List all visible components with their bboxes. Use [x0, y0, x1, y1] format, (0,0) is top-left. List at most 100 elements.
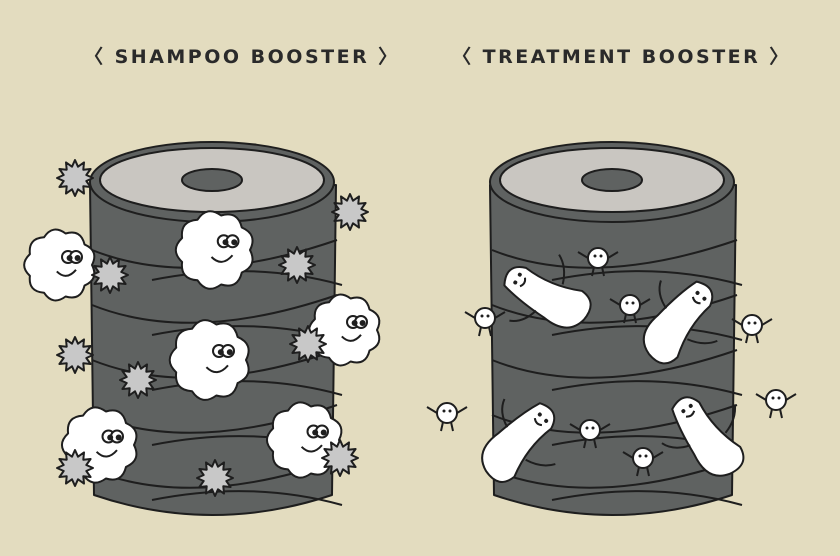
smile [685, 410, 696, 418]
pupil [231, 239, 238, 246]
eye-icon [517, 272, 522, 277]
limbs [755, 393, 797, 419]
dirt-particle-icon [56, 159, 94, 197]
eye-icon [480, 314, 484, 318]
hair-medulla [581, 168, 643, 192]
limbs [577, 251, 619, 277]
cuticle-line [151, 380, 343, 396]
dirt-particle-icon [119, 361, 157, 399]
dirt-particle-icon [56, 336, 94, 374]
mini-body [436, 402, 458, 424]
arm [658, 280, 668, 309]
mini-treatment-character [569, 419, 611, 449]
treatment-booster-title: 〈 TREATMENT BOOSTER 〉 [452, 46, 791, 68]
eye-icon [513, 280, 518, 285]
bubble-body [23, 228, 96, 302]
limbs [622, 451, 664, 477]
cuticle-line [491, 349, 738, 379]
eye-icon [631, 301, 635, 305]
arm [509, 309, 537, 322]
smile [341, 334, 362, 342]
smile [519, 277, 527, 288]
eye-icon [593, 254, 597, 258]
limbs [609, 298, 651, 324]
eye-icon [681, 409, 686, 414]
mini-treatment-character [426, 402, 468, 432]
pupil [107, 434, 114, 441]
limbs [426, 406, 468, 432]
bubble-body [168, 319, 250, 401]
treatment-hair-strand [426, 141, 797, 516]
smile [300, 444, 323, 453]
smile [691, 296, 701, 305]
smile [210, 254, 234, 263]
treatment-character [503, 254, 592, 329]
dirt-particle-icon [289, 325, 327, 363]
smile [56, 269, 77, 277]
limbs [731, 318, 773, 344]
pupil [115, 434, 122, 441]
eye-icon [644, 454, 648, 458]
arm [525, 458, 556, 467]
pupil [226, 349, 233, 356]
cuticle-line [151, 270, 343, 286]
mini-treatment-character [609, 294, 651, 324]
pupil [320, 429, 327, 436]
eye-icon [537, 412, 542, 417]
mini-body [474, 307, 496, 329]
shampoo-booster-title: 〈 SHAMPOO BOOSTER 〉 [84, 46, 400, 68]
mini-body [765, 389, 787, 411]
pupil [351, 319, 358, 326]
dirt-particle-icon [91, 256, 129, 294]
eye-icon [544, 418, 549, 423]
arm [501, 398, 509, 428]
dirt-particle-icon [56, 449, 94, 487]
mini-treatment-character [731, 314, 773, 344]
cleansing-bubble-character [174, 210, 254, 290]
eye-icon [753, 321, 757, 325]
eye-icon [585, 426, 589, 430]
arm [686, 338, 718, 345]
dirt-particle-icon [196, 459, 234, 497]
eye-icon [702, 296, 707, 301]
mini-treatment-character [577, 247, 619, 277]
eye-icon [688, 403, 693, 408]
treatment-character [642, 280, 718, 365]
cuticle-line [551, 380, 743, 396]
limbs [464, 311, 506, 337]
pupil [359, 319, 366, 326]
eye-icon [695, 290, 700, 295]
mini-body [741, 314, 763, 336]
eye-icon [625, 301, 629, 305]
mini-treatment-character [755, 389, 797, 419]
eye-icon [638, 454, 642, 458]
eye-icon [486, 314, 490, 318]
cleansing-bubble-character [308, 293, 381, 367]
arm [661, 442, 691, 449]
shampoo-hair-strand [23, 141, 381, 516]
smile [533, 417, 543, 427]
mini-body [632, 447, 654, 469]
treatment-character [481, 398, 556, 483]
bubble-body [308, 293, 381, 367]
arm [558, 254, 566, 285]
arm [724, 404, 737, 434]
pupil [222, 239, 229, 246]
eye-icon [591, 426, 595, 430]
pupil [66, 254, 73, 261]
eye-icon [777, 396, 781, 400]
eye-icon [442, 409, 446, 413]
pupil [217, 349, 224, 356]
mini-treatment-character [622, 447, 664, 477]
eye-icon [747, 321, 751, 325]
mini-body [579, 419, 601, 441]
cuticle-line [491, 459, 738, 489]
dirt-particle-icon [331, 193, 369, 231]
eye-icon [771, 396, 775, 400]
cuticle-line [551, 270, 743, 286]
pupil [312, 429, 319, 436]
cuticle-line [151, 490, 343, 506]
smile [95, 449, 118, 458]
limbs [569, 423, 611, 449]
